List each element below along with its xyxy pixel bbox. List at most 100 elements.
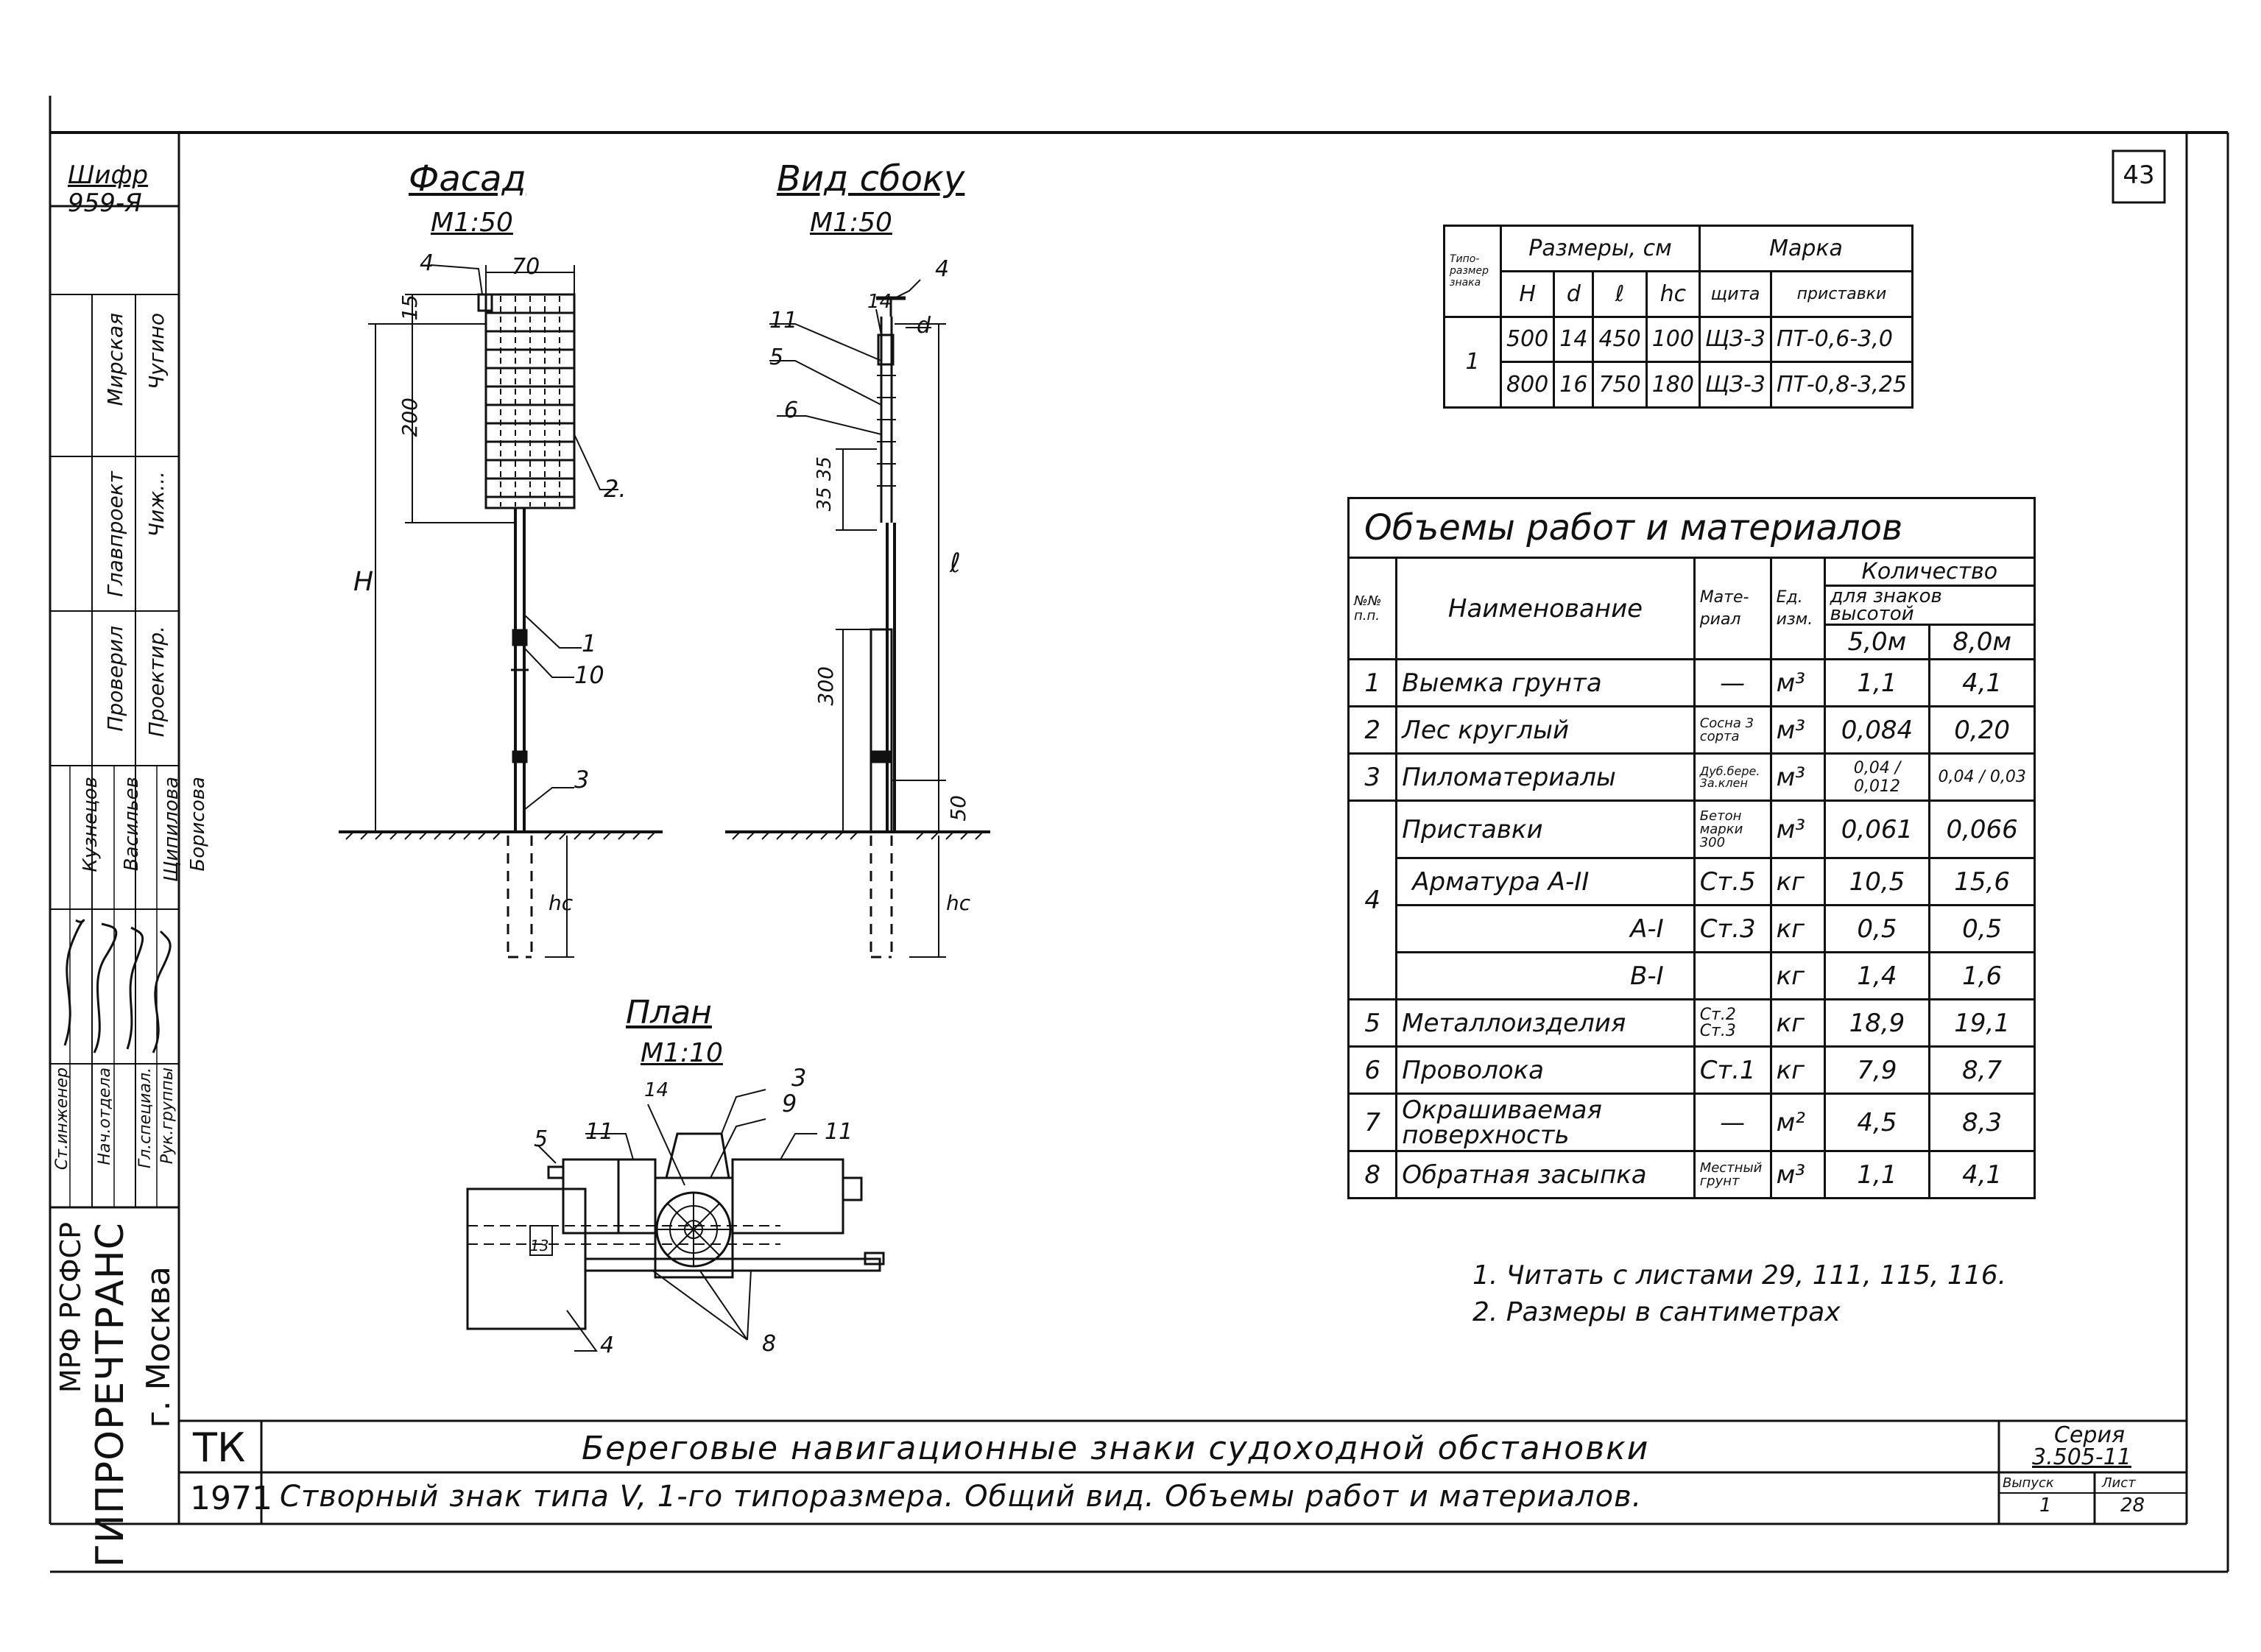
volumes-cell-mat: Дуб.бере. 3a.клен [1693,752,1772,802]
side-leader-11: 11 [769,308,798,333]
size-cell: 16 [1553,361,1595,409]
facade-leader-2: 2. [604,475,627,503]
size-col-sizes: Размеры, см [1500,225,1701,272]
volumes-col-qty: Количество [1823,557,2036,587]
table-row: 6 Проволока Ст.1 кг 7,9 8,7 [1347,1045,2036,1095]
size-cell: 800 [1499,361,1556,409]
plan-leader-9: 9 [782,1090,797,1118]
volumes-cell-unit: м³ [1769,1150,1826,1199]
volumes-cell-unit: м³ [1769,705,1826,755]
volumes-cell-name: Приставки [1395,799,1696,859]
series-value: 3.505-11 [2032,1444,2131,1470]
volumes-cell-mat [1693,951,1772,1000]
volumes-cell-v1: 18,9 [1823,998,1931,1048]
stamp-person-2-name: Чиж... [144,471,169,537]
stamp-person-2-role: Главпроект [103,471,127,597]
volumes-cell-v2: 0,5 [1928,904,2036,953]
volumes-cell-name: Арматура А-II [1395,857,1696,906]
stamp-person-5-name: Борисова [187,777,209,872]
side-leader-14: 14 [867,291,892,313]
facade-leader-10: 10 [574,661,604,689]
size-sub-H: H [1499,269,1556,318]
issue-value: 1 [2039,1494,2052,1517]
facade-dim-15: 15 [398,294,422,321]
plan-leader-8: 8 [762,1331,777,1357]
title-sub: Створный знак типа V, 1-го типоразмера. … [280,1480,1643,1514]
volumes-cell-unit: кг [1769,857,1826,906]
volumes-cell-unit: м³ [1769,799,1826,859]
cipher-label: Шифр [68,160,149,190]
stamp-person-4-name: Щипилова [161,777,183,883]
stamp-role-1: Ст.инженер [53,1067,71,1171]
stamp-person-4-role: Кузнецов [80,777,102,872]
volumes-col-mat: Мате-риал [1693,557,1772,660]
volumes-cell-mat: — [1693,658,1772,707]
volumes-cell-v1: 10,5 [1823,857,1931,906]
volumes-cell-n: 4 [1347,799,1398,1000]
table-row: 2 Лес круглый Сосна 3 сорта м³ 0,084 0,2… [1347,705,2036,755]
volumes-cell-mat: Ст.2 Ст.3 [1693,998,1772,1048]
volumes-cell-v2: 8,3 [1928,1092,2036,1152]
volumes-cell-unit: кг [1769,1045,1826,1095]
volumes-cell-v2: 15,6 [1928,857,2036,906]
volumes-cell-name: Проволока [1395,1045,1696,1095]
volumes-cell-v2: 19,1 [1928,998,2036,1048]
volumes-cell-v2: 0,20 [1928,705,2036,755]
volumes-cell-n: 1 [1347,658,1398,707]
size-col-mark: Марка [1698,225,1914,272]
side-scale: М1:50 [810,208,892,238]
volumes-table: Объемы работ и материалов №№ п.п. Наимен… [1347,497,2036,1199]
stamp-person-1-role: Мирская [103,313,127,406]
facade-dim-hc: hc [549,891,574,915]
size-sub-l: ℓ [1592,269,1648,318]
volumes-cell-unit: м³ [1769,752,1826,802]
size-table: Типо-размер знака Размеры, см Марка H d … [1443,225,1914,409]
volumes-col-num: №№ п.п. [1347,557,1398,660]
volumes-cell-mat: Местный грунт [1693,1150,1772,1199]
plan-leader-3: 3 [791,1064,807,1092]
volumes-cell-name: В-I [1395,951,1696,1000]
facade-dim-70: 70 [512,254,540,280]
size-cell: 180 [1645,361,1701,409]
title-year: 1971 [190,1480,272,1517]
volumes-cell-v1: 0,04 / 0,012 [1823,752,1931,802]
volumes-cell-unit: м² [1769,1092,1826,1152]
side-dim-300: 300 [814,666,838,706]
facade-leader-3: 3 [574,766,590,794]
size-cell: ПТ-0,6-3,0 [1769,315,1914,364]
volumes-cell-v1: 0,5 [1823,904,1931,953]
volumes-cell-name: Лес круглый [1395,705,1696,755]
stamp-person-5-role: Васильев [121,777,143,872]
signature-scribbles [63,919,172,1053]
volumes-cell-v1: 0,084 [1823,705,1931,755]
volumes-cell-v2: 1,6 [1928,951,2036,1000]
table-row: 4 Приставки Бетон марки 300 м³ 0,061 0,0… [1347,799,2036,1000]
volumes-cell-mat: — [1693,1092,1772,1152]
plan-leader-11b: 11 [825,1119,853,1145]
volumes-cell-v2: 4,1 [1928,1150,2036,1199]
volumes-cell-mat: Ст.3 [1693,904,1772,953]
volumes-cell-unit: кг [1769,951,1826,1000]
table-row: 7 Окрашиваемая поверхность — м² 4,5 8,3 [1347,1092,2036,1152]
volumes-cell-n: 8 [1347,1150,1398,1199]
volumes-cell-v1: 1,4 [1823,951,1931,1000]
volumes-cell-v2: 0,04 / 0,03 [1928,752,2036,802]
side-dim-l: ℓ [950,548,961,579]
table-row: 1 500 14 450 100 ЩЗ-3 ПТ-0,6-3,0 [1443,315,1914,409]
volumes-cell-name: Обратная засыпка [1395,1150,1696,1199]
volumes-col-unit: Ед. изм. [1769,557,1826,660]
volumes-h2: 8,0м [1928,624,2036,660]
volumes-cell-unit: кг [1769,998,1826,1048]
volumes-cell-mat: Ст.5 [1693,857,1772,906]
side-title: Вид сбоку [777,158,965,200]
size-cell: ПТ-0,8-3,25 [1769,361,1914,409]
table-row: В-I кг 1,4 1,6 [1349,951,2036,1000]
plan-scale: М1:10 [641,1038,723,1068]
title-tk: ТК [193,1425,246,1471]
side-d: d [917,313,931,339]
volumes-cell-v1: 1,1 [1823,1150,1931,1199]
size-sub-d: d [1553,269,1595,318]
size-cell: 14 [1553,315,1595,364]
size-sub-attachment: приставки [1769,269,1914,318]
table-row: 8 Обратная засыпка Местный грунт м³ 1,1 … [1347,1150,2036,1199]
